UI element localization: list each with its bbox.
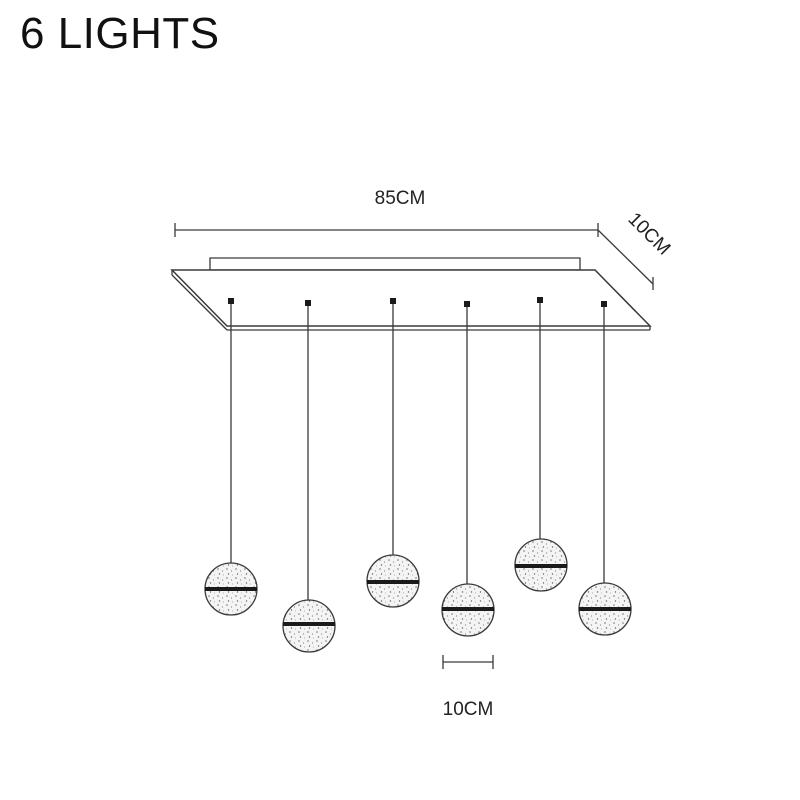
globe-diameter-dimension: 10CM: [442, 655, 494, 720]
pendant-light-1: [204, 298, 258, 616]
depth-label: 10CM: [624, 209, 675, 260]
pendant-light-4: [441, 301, 495, 637]
pendant-light-2: [282, 300, 336, 653]
pendant-light-6: [578, 301, 632, 636]
length-label: 85CM: [375, 188, 426, 209]
pendant-light-5: [514, 297, 568, 592]
depth-dimension: 10CM: [597, 209, 675, 290]
page-title: 6 LIGHTS: [20, 9, 220, 58]
ceiling-plate: [170, 257, 652, 331]
globe-diameter-label: 10CM: [443, 699, 494, 720]
length-dimension: 85CM: [174, 188, 599, 237]
pendant-light-3: [366, 298, 420, 608]
